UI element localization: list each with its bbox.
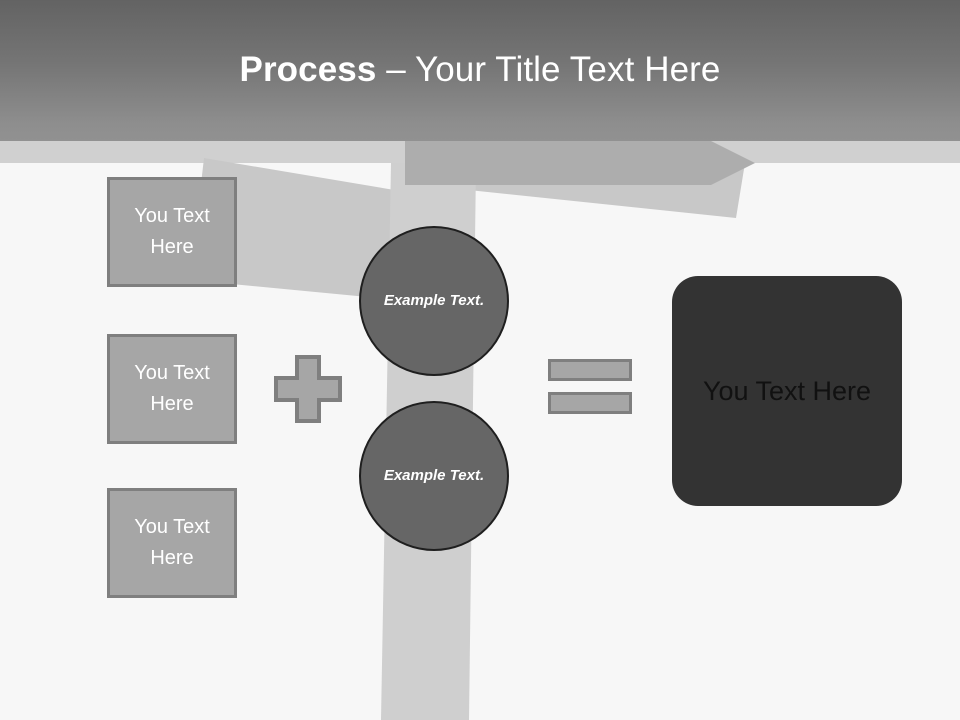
equals-icon xyxy=(548,359,632,419)
example-circle-1-label: Example Text. xyxy=(383,292,485,309)
input-box-2[interactable]: You Text Here xyxy=(107,334,237,444)
equals-icon-bar-bottom xyxy=(548,392,632,414)
input-box-1-label: You Text Here xyxy=(134,205,210,258)
result-box-label: You Text Here xyxy=(702,375,872,406)
input-box-3[interactable]: You Text Here xyxy=(107,488,237,598)
equals-icon-bar-top xyxy=(548,359,632,381)
page-title-emphasis: Process xyxy=(239,50,377,89)
right-arrow-band xyxy=(405,141,755,185)
example-circle-1[interactable]: Example Text. xyxy=(359,226,509,376)
example-circle-2-label: Example Text. xyxy=(383,467,485,484)
slide-header-band xyxy=(0,0,960,141)
result-box[interactable]: You Text Here xyxy=(672,276,902,506)
page-title: Process – Your Title Text Here xyxy=(0,49,960,91)
input-box-2-label: You Text Here xyxy=(134,362,210,415)
plus-icon-svg xyxy=(274,355,342,423)
input-box-1[interactable]: You Text Here xyxy=(107,177,237,287)
page-title-rest: – Your Title Text Here xyxy=(376,50,721,89)
input-box-3-label: You Text Here xyxy=(134,516,210,569)
plus-icon xyxy=(274,355,342,423)
example-circle-2[interactable]: Example Text. xyxy=(359,401,509,551)
